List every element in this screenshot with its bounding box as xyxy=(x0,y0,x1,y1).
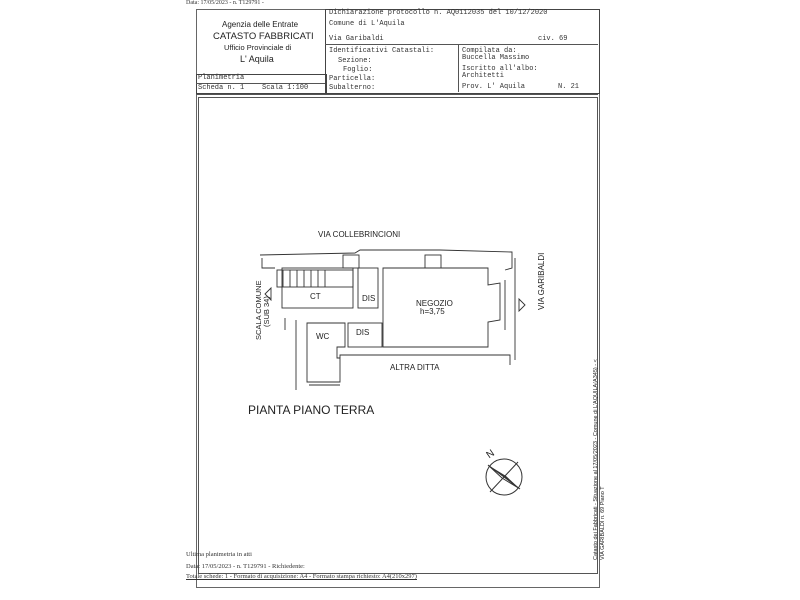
header-box xyxy=(325,9,600,94)
altra-ditta-line xyxy=(339,354,511,365)
identificativi: Identificativi Catastali: xyxy=(329,47,435,55)
ufficio: Ufficio Provinciale di xyxy=(224,43,292,52)
agency-name: Agenzia delle Entrate xyxy=(222,20,299,29)
via: Via Garibaldi xyxy=(329,35,384,43)
room-dis-upper xyxy=(357,267,379,309)
entrance-marker-left xyxy=(264,286,272,302)
foglio: Foglio: xyxy=(343,66,373,74)
compilata-value: Buccella Massimo xyxy=(462,54,530,62)
room-label-negozio: NEGOZIO xyxy=(416,299,453,308)
stairs xyxy=(276,269,354,288)
footer-line-3: Totale schede: 1 - Formato di acquisizio… xyxy=(186,573,417,580)
iscritto-label: Iscritto all'albo: xyxy=(462,65,538,73)
scheda: Scheda n. 1 xyxy=(198,84,245,92)
compilata-label: Compilata da: xyxy=(462,47,517,55)
particella: Particella: xyxy=(329,75,376,83)
top-note: Data: 17/05/2023 - n. T129791 - xyxy=(186,0,264,6)
comune: Comune di L'Aquila xyxy=(329,20,405,28)
drawing-frame xyxy=(198,97,598,574)
compass-icon xyxy=(485,458,523,496)
catasto-fabbricati: CATASTO FABBRICATI xyxy=(213,31,314,42)
sezione: Sezione: xyxy=(338,57,372,65)
room-height: h=3,75 xyxy=(420,307,445,316)
room-wc xyxy=(306,322,346,383)
footer-line-2: Data: 17/05/2023 - n. T129791 - Richiede… xyxy=(186,563,305,570)
footer-line-1: Ultima planimetria in atti xyxy=(186,551,252,558)
subalterno: Subalterno: xyxy=(329,84,376,92)
altra-ditta: ALTRA DITTA xyxy=(390,363,440,372)
room-negozio xyxy=(382,267,501,348)
floor-title: PIANTA PIANO TERRA xyxy=(248,403,375,417)
room-label-ct: CT xyxy=(310,292,321,301)
entrance-marker-right xyxy=(518,297,526,313)
side-text-2: VIA GARIBALDI n. 69 Piano T xyxy=(600,486,606,560)
civico: civ. 69 xyxy=(538,35,568,43)
room-label-wc: WC xyxy=(316,332,330,341)
stair-treads xyxy=(282,270,326,287)
dichiarazione: Dichiarazione protocollo n. AQ0112035 de… xyxy=(329,9,548,17)
provincia: Prov. L' Aquila xyxy=(462,83,526,91)
room-ct xyxy=(281,267,354,309)
scala: Scala 1:100 xyxy=(262,84,309,92)
ufficio-city: L' Aquila xyxy=(240,54,274,64)
numero: N. 21 xyxy=(558,83,580,91)
stair-sub: (SUB 34) xyxy=(262,296,271,327)
room-label-dis-2: DIS xyxy=(356,328,370,337)
side-text-1: Catasto dei Fabbricati - Situazione al 1… xyxy=(593,359,599,560)
iscritto-value: Architetti xyxy=(462,72,505,80)
room-label-dis: DIS xyxy=(362,294,376,303)
top-wall xyxy=(259,249,513,271)
room-dis-lower xyxy=(347,322,383,348)
planimetria-box xyxy=(196,74,327,94)
planimetria-title: Planimetria xyxy=(198,74,245,82)
street-top: VIA COLLEBRINCIONI xyxy=(318,230,401,239)
street-right: VIA GARIBALDI xyxy=(537,252,546,310)
